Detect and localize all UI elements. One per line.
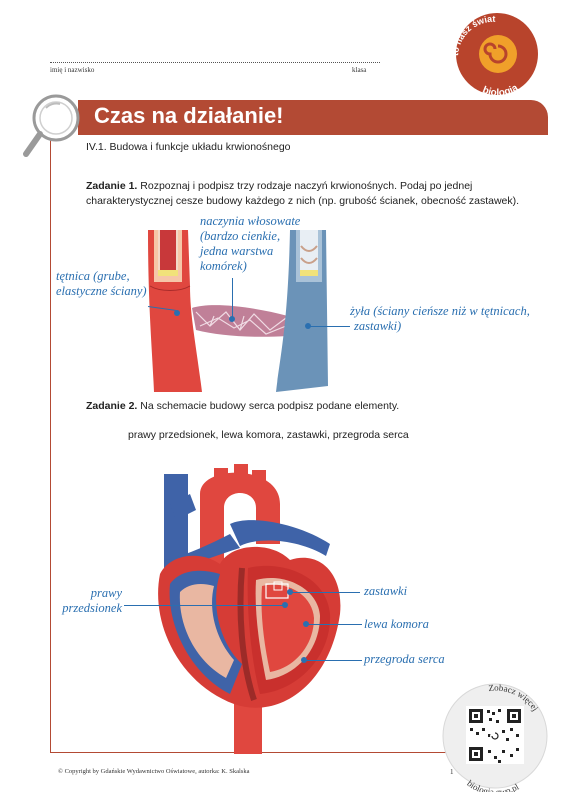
answer-vein: żyła (ściany cieńsze niż w tętnicach, za… bbox=[350, 304, 530, 334]
task2-text: Na schemacie budowy serca podpisz podane… bbox=[137, 400, 400, 412]
class-label: klasa bbox=[352, 66, 367, 74]
septum-pointer-line bbox=[304, 660, 362, 661]
task2-instructions: Zadanie 2. Na schemacie budowy serca pod… bbox=[86, 399, 526, 414]
capillary-pointer-dot bbox=[229, 316, 235, 322]
heart-diagram bbox=[158, 464, 341, 754]
task1-text: Rozpoznaj i podpisz trzy rodzaje naczyń … bbox=[86, 180, 520, 207]
answer-right-atrium-line-2: przedsionek bbox=[62, 601, 122, 615]
publisher-logo: to nasz świat biologia bbox=[450, 13, 538, 96]
answer-capillary-line-3: jedna warstwa bbox=[200, 244, 274, 258]
task2-terms: prawy przedsionek, lewa komora, zastawki… bbox=[128, 429, 409, 441]
septum-pointer-dot bbox=[301, 657, 307, 663]
qr-code-icon bbox=[469, 709, 521, 763]
name-line bbox=[50, 62, 380, 63]
vein-pointer-line bbox=[310, 326, 350, 327]
atrium-pointer-line bbox=[124, 605, 284, 606]
ventricle-pointer-dot bbox=[303, 621, 309, 627]
answer-left-ventricle: lewa komora bbox=[364, 617, 429, 631]
frame-left-border bbox=[50, 134, 51, 752]
copyright-notice: © Copyright by Gdańskie Wydawnictwo Oświ… bbox=[58, 768, 250, 775]
answer-capillary-line-4: komórek) bbox=[200, 259, 247, 273]
answer-capillary-line-2: (bardzo cienkie, bbox=[200, 229, 281, 243]
valves-pointer-line bbox=[290, 592, 360, 593]
valves-pointer-dot bbox=[287, 589, 293, 595]
answer-right-atrium-line-1: prawy bbox=[90, 586, 122, 600]
banner-underline bbox=[78, 134, 548, 135]
answer-capillary: naczynia włosowate (bardzo cienkie, jedn… bbox=[200, 214, 300, 274]
answer-capillary-line-1: naczynia włosowate bbox=[200, 214, 301, 228]
page-title: Czas na działanie! bbox=[94, 103, 284, 128]
artery-pointer-dot bbox=[174, 310, 180, 316]
title-banner bbox=[78, 100, 548, 134]
qr-badge[interactable]: Zobacz więcej biologia.gwo.pl bbox=[432, 676, 558, 792]
answer-vein-line-2: zastawki) bbox=[354, 319, 402, 333]
answer-artery-line-1: tętnica (grube, bbox=[56, 269, 130, 283]
answer-artery: tętnica (grube, elastyczne ściany) bbox=[56, 269, 147, 299]
ventricle-pointer-line bbox=[306, 624, 362, 625]
answer-artery-line-2: elastyczne ściany) bbox=[56, 284, 147, 298]
task2-label: Zadanie 2. bbox=[86, 400, 138, 412]
page-number: 1 bbox=[450, 768, 454, 776]
answer-valves: zastawki bbox=[364, 584, 408, 598]
section-subtitle: IV.1. Budowa i funkcje układu krwionośne… bbox=[86, 141, 291, 153]
task1-instructions: Zadanie 1. Rozpoznaj i podpisz trzy rodz… bbox=[86, 179, 526, 209]
blood-vessels-illustration bbox=[148, 230, 328, 392]
name-label: imię i nazwisko bbox=[50, 66, 95, 74]
frame-bottom-border bbox=[50, 752, 480, 753]
capillary-pointer-line bbox=[232, 278, 233, 318]
answer-septum: przegroda serca bbox=[364, 652, 445, 666]
answer-vein-line-1: żyła (ściany cieńsze niż w tętnicach, bbox=[350, 304, 530, 318]
vein-pointer-dot bbox=[305, 323, 311, 329]
atrium-pointer-dot bbox=[282, 602, 288, 608]
magnifier-icon bbox=[23, 94, 80, 157]
answer-right-atrium: prawy przedsionek bbox=[60, 586, 122, 616]
task1-label: Zadanie 1. bbox=[86, 180, 138, 192]
